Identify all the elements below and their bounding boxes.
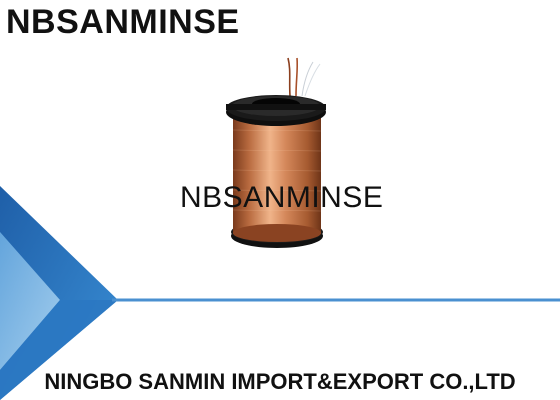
blue-triangle-decoration bbox=[0, 186, 118, 400]
brand-watermark: NBSANMINSE bbox=[180, 181, 384, 214]
company-name-footer: NINGBO SANMIN IMPORT&EXPORT CO.,LTD bbox=[44, 369, 516, 394]
copper-coil-bobbin bbox=[226, 57, 326, 248]
brand-logo-text: NBSANMINSE bbox=[6, 3, 240, 41]
